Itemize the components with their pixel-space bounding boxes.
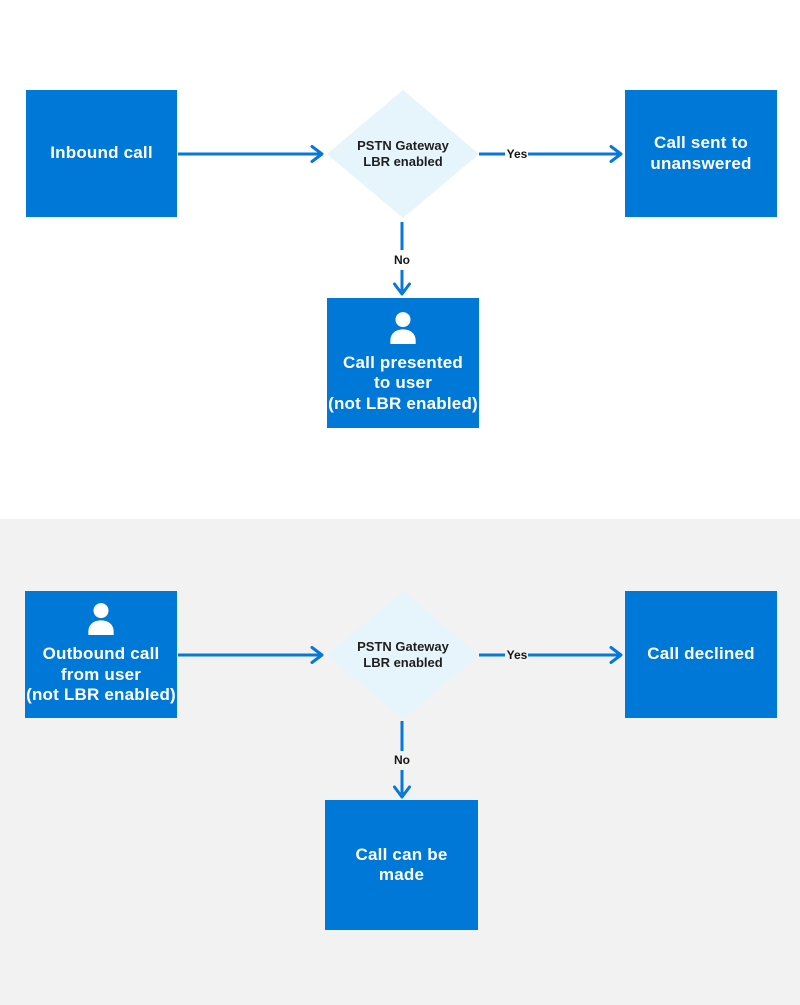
- person-icon: [88, 603, 114, 636]
- call-presented-to-user-label: Call presented to user (not LBR enabled): [328, 352, 478, 413]
- outbound-call-label: Outbound call from user (not LBR enabled…: [26, 644, 176, 705]
- call-can-be-made-node: Call can be made: [325, 800, 478, 930]
- call-sent-to-unanswered-node: Call sent to unanswered: [625, 90, 777, 217]
- inbound-no-edge-label: No: [394, 253, 410, 267]
- call-presented-to-user-node: Call presented to user (not LBR enabled): [327, 298, 479, 428]
- call-can-be-made-label: Call can be made: [355, 844, 448, 885]
- inbound-call-node: Inbound call: [26, 90, 177, 217]
- inbound-decision-label: PSTN Gateway LBR enabled: [357, 137, 449, 170]
- outbound-decision-diamond: PSTN Gateway LBR enabled: [327, 591, 479, 719]
- outbound-yes-edge-label: Yes: [506, 648, 528, 662]
- person-icon: [390, 311, 416, 344]
- call-declined-label: Call declined: [647, 644, 755, 664]
- inbound-yes-edge-label: Yes: [506, 147, 528, 161]
- inbound-decision-diamond: PSTN Gateway LBR enabled: [327, 90, 479, 218]
- call-sent-to-unanswered-label: Call sent to unanswered: [650, 133, 752, 173]
- outbound-call-node: Outbound call from user (not LBR enabled…: [25, 591, 177, 718]
- outbound-no-edge-label: No: [394, 753, 410, 767]
- call-declined-node: Call declined: [625, 591, 777, 718]
- inbound-call-label: Inbound call: [50, 143, 153, 163]
- outbound-decision-label: PSTN Gateway LBR enabled: [357, 638, 449, 671]
